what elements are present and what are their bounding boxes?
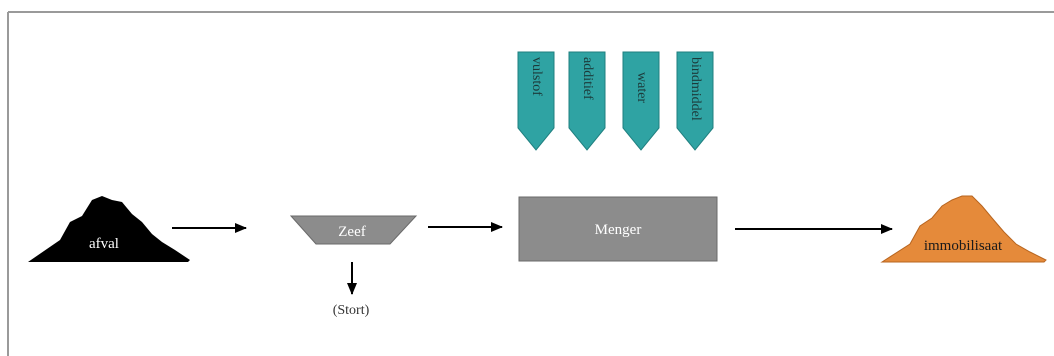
input-label: vulstof [529, 57, 544, 96]
input-arrow-shape [568, 51, 606, 151]
input-vulstof: vulstof [517, 51, 555, 151]
waste-label: afval [89, 236, 119, 252]
input-additief: additief [568, 51, 606, 151]
reject-label: (Stort) [333, 303, 370, 318]
input-bindmiddel: bindmiddel [676, 51, 714, 151]
mixer-box [518, 196, 718, 262]
sieve-label: Zeef [338, 224, 365, 240]
input-water: water [622, 51, 660, 151]
input-arrow-shape [622, 51, 660, 151]
mixer-label: Menger [595, 222, 642, 238]
product-label: immobilisaat [924, 238, 1003, 254]
input-label: bindmiddel [688, 57, 703, 121]
input-arrow-shape [517, 51, 555, 151]
sieve-shape [289, 215, 418, 245]
product-pile-shape [880, 195, 1047, 263]
input-label: additief [580, 57, 595, 100]
input-label: water [634, 72, 649, 103]
input-arrow-shape [676, 51, 714, 151]
waste-pile-shape [28, 196, 190, 262]
